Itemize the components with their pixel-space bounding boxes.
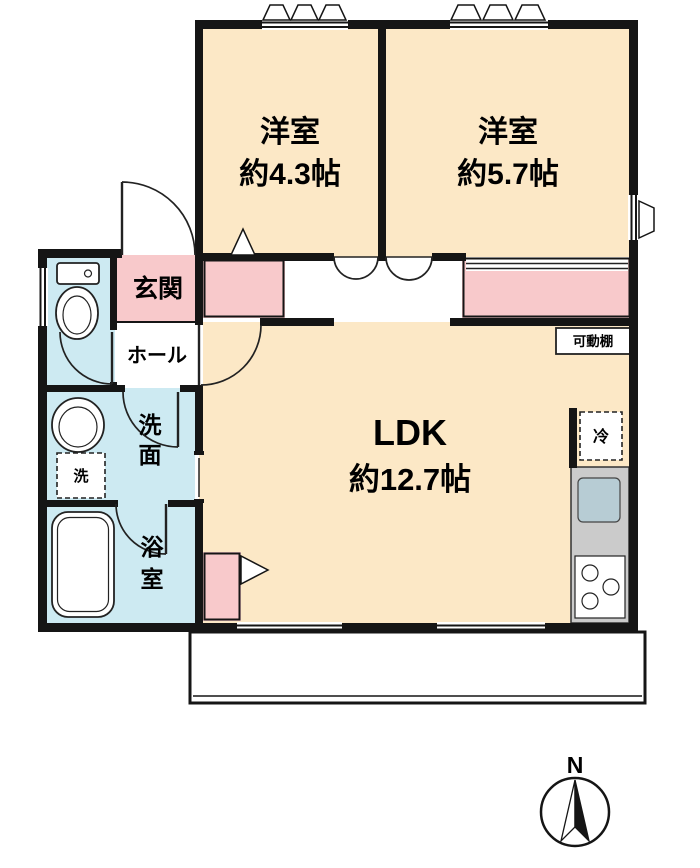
wall-segment bbox=[38, 249, 122, 258]
shutter-icon bbox=[481, 4, 515, 21]
doors bbox=[59, 181, 433, 586]
washing-machine-icon bbox=[56, 452, 106, 499]
movable-shelf-label: 可動棚 bbox=[573, 333, 614, 349]
bedroom2-size-label: 約5.7帖 bbox=[457, 158, 559, 191]
stove-burner bbox=[581, 592, 599, 610]
door-jamb bbox=[194, 499, 204, 503]
bathroom-door-arc bbox=[115, 503, 167, 555]
window bbox=[237, 622, 342, 633]
toilet-seat bbox=[62, 295, 92, 335]
toilet-door-arc bbox=[59, 331, 113, 385]
wall-segment bbox=[195, 500, 203, 623]
shoe-cabinet bbox=[203, 259, 285, 318]
north-label: N bbox=[567, 752, 584, 778]
shutter-icon bbox=[261, 4, 292, 21]
wall-segment bbox=[569, 408, 577, 468]
entrance-floor bbox=[115, 255, 203, 322]
stove-burner bbox=[602, 578, 620, 596]
north-compass: N bbox=[539, 752, 611, 848]
washroom-label-char2: 面 bbox=[139, 442, 162, 468]
bedroom2-floor bbox=[382, 24, 634, 257]
shutter-icon bbox=[638, 199, 655, 240]
door-leaf-triangle bbox=[240, 554, 270, 586]
washroom-label-char1: 洗 bbox=[139, 412, 162, 438]
entrance-label: 玄関 bbox=[133, 274, 183, 303]
window bbox=[450, 19, 548, 30]
movable-shelf bbox=[555, 327, 631, 355]
toilet-flush-button bbox=[83, 269, 93, 278]
bathtub-icon bbox=[51, 511, 115, 618]
stove-burner bbox=[581, 564, 599, 582]
closet-door-track bbox=[466, 259, 628, 271]
kitchen-sink bbox=[577, 477, 621, 523]
bedroom1-door-arc bbox=[333, 256, 379, 280]
balcony bbox=[188, 630, 647, 705]
refrigerator-label: 冷 bbox=[593, 427, 609, 446]
bathtub-inner bbox=[56, 516, 110, 613]
washbasin-inner bbox=[58, 406, 98, 448]
refrigerator-box bbox=[579, 411, 623, 461]
room-labels: 洋室 約4.3帖 洋室 約5.7帖 LDK 約12.7帖 玄関 ホール 洗 面 … bbox=[73, 115, 613, 592]
washing-machine-box bbox=[56, 452, 106, 499]
door-leaf-triangle bbox=[229, 227, 257, 256]
hall-floor bbox=[115, 322, 203, 390]
compass-needle-black bbox=[574, 779, 591, 844]
toilet-tank bbox=[56, 262, 100, 285]
wall-segment bbox=[168, 500, 195, 507]
wall-segment bbox=[44, 385, 125, 392]
shutter-icon bbox=[513, 4, 547, 21]
wall-segment bbox=[44, 500, 118, 507]
wall-segment bbox=[195, 20, 203, 325]
door-jamb bbox=[194, 451, 204, 455]
bedroom1-label: 洋室 bbox=[260, 115, 320, 149]
door-block bbox=[203, 552, 241, 621]
windows bbox=[37, 4, 655, 633]
wall-segment bbox=[195, 385, 203, 455]
bedroom1-size-label: 約4.3帖 bbox=[239, 158, 341, 191]
shutter-icon bbox=[289, 4, 320, 21]
bathroom-label-char2: 室 bbox=[141, 566, 164, 592]
bedroom2-door-arc bbox=[385, 256, 433, 281]
ldk-floor bbox=[199, 318, 634, 627]
window bbox=[628, 195, 639, 240]
washing-machine-label: 洗 bbox=[73, 467, 88, 485]
wall-segment bbox=[110, 255, 117, 330]
wall-segment bbox=[432, 253, 466, 261]
balcony-outline bbox=[188, 630, 647, 705]
bedroom1-floor bbox=[199, 24, 382, 257]
ldk-size-label: 約12.7帖 bbox=[349, 462, 471, 497]
wall-segment bbox=[180, 385, 203, 392]
wall-segment bbox=[195, 20, 638, 29]
washbasin-icon bbox=[51, 397, 105, 453]
wall-segment bbox=[260, 318, 334, 326]
refrigerator-space bbox=[579, 411, 623, 461]
hall-label: ホール bbox=[127, 345, 187, 367]
bathroom-label-char1: 浴 bbox=[141, 534, 165, 560]
kitchen-unit bbox=[570, 466, 630, 624]
door-block-outline bbox=[203, 552, 241, 621]
shutter-icon bbox=[449, 4, 483, 21]
window bbox=[437, 622, 545, 633]
wall-segment bbox=[38, 249, 47, 632]
toilet-icon bbox=[55, 262, 100, 340]
shutter-icon bbox=[317, 4, 348, 21]
bedroom2-label: 洋室 bbox=[478, 115, 538, 149]
hall-door-arc bbox=[200, 324, 262, 386]
movable-shelf-box bbox=[555, 327, 631, 355]
wall-segment bbox=[203, 253, 334, 261]
wall-segment bbox=[450, 318, 638, 326]
entrance-door-arc bbox=[121, 181, 196, 256]
storage-units bbox=[203, 257, 631, 621]
window bbox=[262, 19, 348, 30]
window bbox=[37, 268, 48, 326]
washroom-door-arc bbox=[122, 391, 179, 448]
ldk-label: LDK bbox=[373, 412, 447, 453]
wall-segment bbox=[378, 20, 386, 261]
